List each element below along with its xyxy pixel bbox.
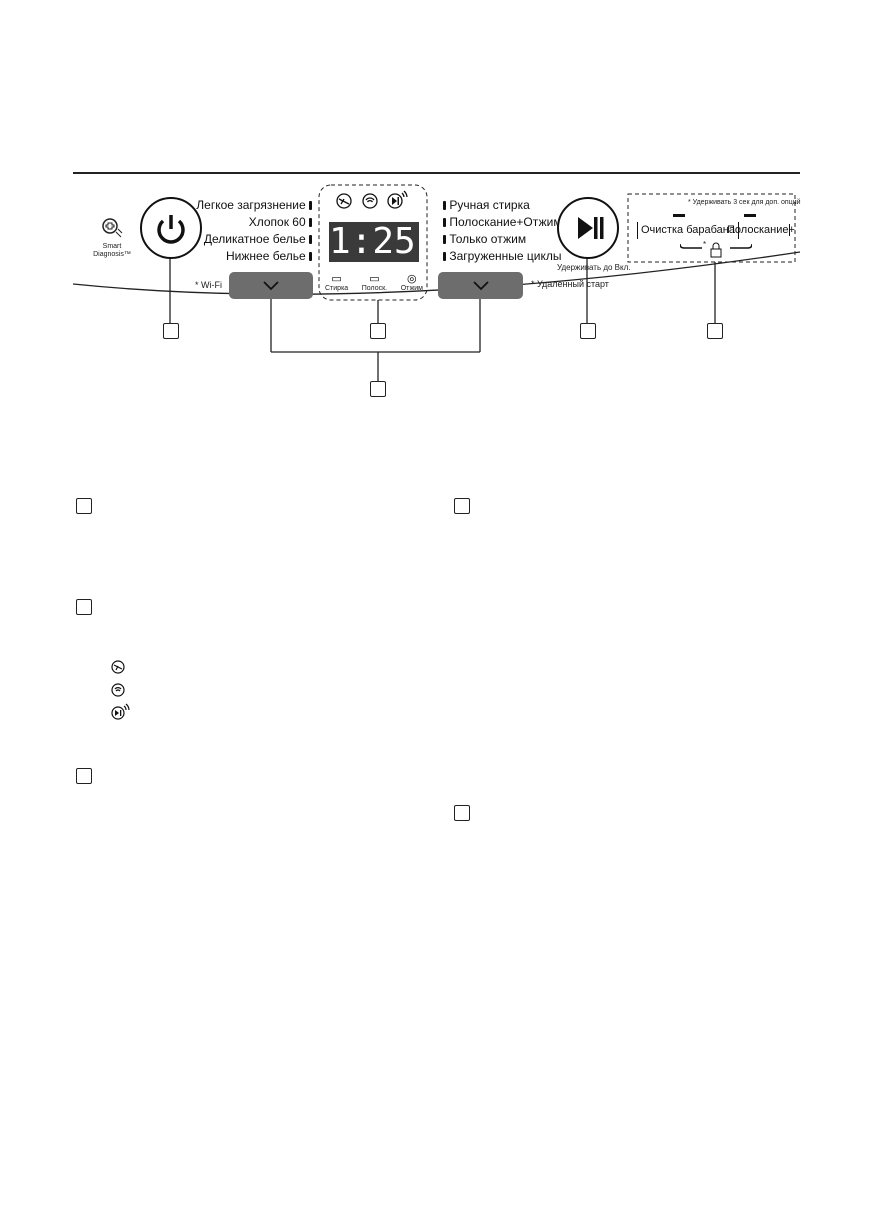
section-box: [76, 498, 92, 514]
right-program-list: Ручная стирка Полоскание+Отжим Только от…: [443, 197, 562, 265]
display-dashed-frame: [318, 184, 428, 301]
program-item[interactable]: Хлопок 60: [190, 214, 312, 231]
smart-diagnosis-label: Smart Diagnosis™: [93, 243, 131, 258]
status-wash: ▭Стирка: [325, 273, 349, 293]
wifi-icon: [362, 193, 378, 209]
rinse-icon: ▭: [369, 273, 380, 285]
power-icon: [157, 215, 185, 244]
status-spin: ◎Отжим: [400, 273, 423, 293]
section-box: [454, 498, 470, 514]
wash-icon: ▭: [331, 273, 342, 285]
status-rinse: ▭Полоск.: [361, 273, 388, 293]
spin-icon: ◎: [407, 273, 417, 285]
start-pause-button[interactable]: [557, 197, 619, 259]
diagram-lines: [72, 184, 801, 382]
chevron-down-icon: [263, 281, 279, 291]
callout-box: [580, 323, 596, 339]
display-status-row: ▭Стирка ▭Полоск. ◎Отжим: [325, 273, 423, 293]
lock-star: *: [703, 240, 707, 249]
program-right-button[interactable]: [438, 272, 523, 299]
left-program-list: Легкое загрязнение Хлопок 60 Деликатное …: [190, 197, 312, 265]
section-box: [454, 805, 470, 821]
wifi-label: * Wi-Fi: [195, 280, 222, 290]
callout-box: [163, 323, 179, 339]
play-pause-icon: [578, 217, 604, 239]
remote-start-icon: [111, 706, 125, 720]
callout-box: [707, 323, 723, 339]
smart-diagnosis: Smart Diagnosis™: [90, 216, 134, 259]
options-dashed-frame: [627, 193, 796, 263]
panel-curve: [72, 251, 801, 295]
program-item[interactable]: Загруженные циклы: [443, 248, 562, 265]
power-button[interactable]: [140, 197, 202, 259]
divider: [789, 224, 790, 236]
callout-box: [370, 381, 386, 397]
program-item[interactable]: Деликатное белье: [190, 231, 312, 248]
program-item[interactable]: Ручная стирка: [443, 197, 562, 214]
hold-on-label: Удерживать до Вкл.: [557, 263, 631, 272]
program-item[interactable]: Нижнее белье: [190, 248, 312, 265]
led: [673, 214, 685, 217]
divider: [73, 172, 800, 174]
display-status-icons: [336, 190, 408, 209]
section-box: [76, 599, 92, 615]
smart-diagnosis-icon: [102, 218, 123, 238]
callout-box: [370, 323, 386, 339]
section-box: [76, 768, 92, 784]
program-item[interactable]: Легкое загрязнение: [190, 197, 312, 214]
lcd-display: 1:25: [329, 222, 419, 262]
lock-icon: [111, 660, 125, 674]
lock-icon: [336, 193, 352, 209]
chevron-down-icon: [473, 281, 489, 291]
time-readout: 1:25: [329, 221, 416, 262]
wifi-icon: [111, 683, 125, 697]
icon-legend: [111, 660, 130, 720]
drum-clean-button[interactable]: Очистка барабана: [637, 222, 739, 239]
program-left-button[interactable]: [229, 272, 313, 299]
options-note: * Удерживать 3 сек для доп. опций: [688, 199, 801, 206]
rinse-plus-button[interactable]: Полоскание+: [727, 224, 795, 236]
callout-lines: [169, 258, 716, 382]
program-item[interactable]: Полоскание+Отжим: [443, 214, 562, 231]
program-item[interactable]: Только отжим: [443, 231, 562, 248]
remote-start-icon: [387, 193, 403, 209]
child-lock-indicator: [680, 242, 752, 258]
remote-start-label: * Удаленный старт: [531, 279, 609, 289]
led: [744, 214, 756, 217]
